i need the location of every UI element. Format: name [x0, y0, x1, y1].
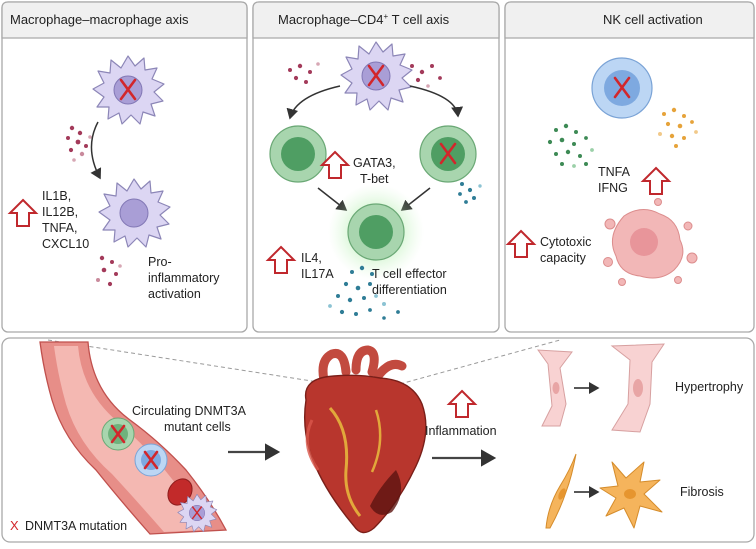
arrow	[286, 85, 341, 120]
transcription-factor-label: GATA3, T-bet	[353, 156, 399, 186]
cytokine-dots	[658, 107, 698, 148]
arrow	[409, 85, 464, 118]
panel-cd4-t-cell-axis: Macrophage–CD4+ T cell axis GATA3, T-bet	[252, 1, 500, 333]
mutant-nk-cell-icon	[134, 443, 168, 477]
mutation-legend-label: DNMT3A mutation	[25, 519, 127, 533]
cytokine-dots	[96, 255, 122, 287]
mutant-macrophage-icon	[92, 55, 165, 125]
fibroblast-icon	[545, 453, 577, 529]
hypertrophy-label: Hypertrophy	[675, 380, 744, 394]
inflammation-label: Inflammation	[425, 424, 497, 438]
cytokine-dots	[328, 265, 400, 320]
cytokine-dots	[66, 125, 92, 162]
panel-systemic-effects: Circulating DNMT3A mutant cells Inflamma…	[1, 337, 755, 543]
cytokine-list: IL4, IL17A	[301, 251, 334, 281]
mutant-t-cell-icon	[419, 125, 477, 183]
outcome-label: T cell effector differentiation	[372, 267, 450, 297]
mutant-t-cell-icon	[101, 417, 135, 451]
apoptotic-cell-icon	[603, 198, 698, 286]
effector-t-cell-icon	[347, 203, 405, 261]
activated-fibroblast-icon	[599, 461, 663, 529]
t-cell-icon	[269, 125, 327, 183]
mutant-macrophage-icon	[177, 493, 218, 533]
fibrosis-label: Fibrosis	[680, 485, 724, 499]
panel-title: Macrophage–CD4+ T cell axis	[278, 12, 450, 27]
mutation-x-icon: X	[10, 518, 19, 533]
mutant-macrophage-icon	[340, 41, 413, 111]
panel-macrophage-axis: Macrophage–macrophage axis IL1B, IL12B, …	[1, 1, 248, 333]
outcome-label: Cytotoxic capacity	[540, 235, 595, 265]
cytokine-list: IL1B, IL12B, TNFA, CXCL10	[42, 189, 89, 251]
cardiomyocyte-icon	[536, 349, 573, 427]
cytokine-dots	[288, 62, 442, 88]
hypertrophic-cardiomyocyte-icon	[610, 343, 665, 433]
outcome-label: Pro- inflammatory activation	[148, 255, 223, 301]
cytokine-list: TNFA IFNG	[598, 165, 633, 195]
zoom-guide-line	[47, 339, 319, 383]
cytokine-dots	[547, 123, 594, 168]
panel-title: NK cell activation	[603, 12, 703, 27]
heart-icon	[303, 345, 427, 534]
arrow	[90, 121, 102, 180]
circulating-cells-label: Circulating DNMT3A mutant cells	[132, 404, 249, 434]
panel-nk-activation: NK cell activation TNFA IFNG	[504, 1, 755, 333]
nk-cell-icon	[591, 57, 653, 119]
panel-title: Macrophage–macrophage axis	[10, 12, 189, 27]
cytokine-dots	[458, 182, 482, 204]
